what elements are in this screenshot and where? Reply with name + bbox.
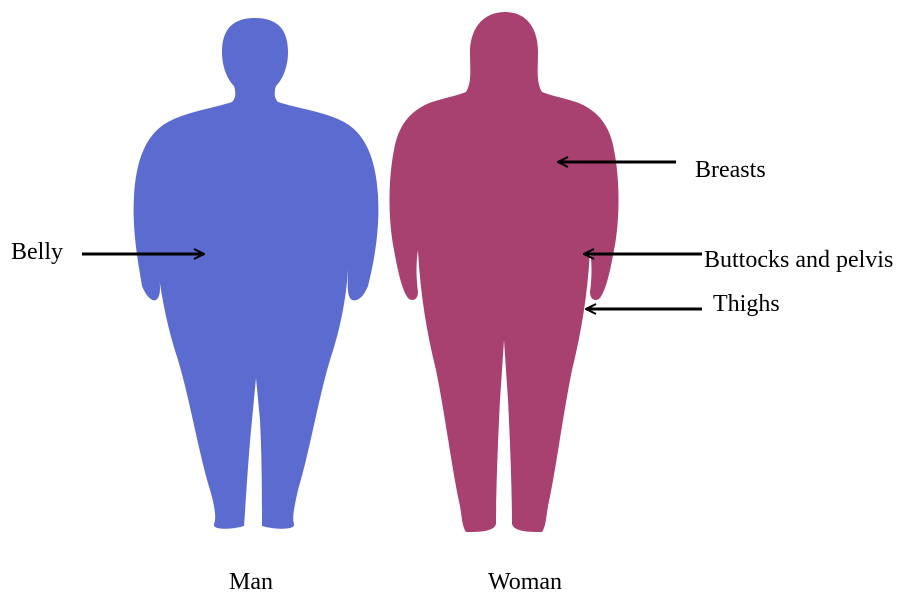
buttocks-pelvis-label: Buttocks and pelvis bbox=[704, 246, 893, 274]
belly-label: Belly bbox=[11, 238, 63, 266]
woman-caption: Woman bbox=[488, 568, 562, 596]
man-silhouette bbox=[134, 18, 379, 529]
man-caption: Man bbox=[229, 568, 273, 596]
woman-silhouette bbox=[390, 12, 619, 532]
thighs-label: Thighs bbox=[713, 290, 780, 318]
breasts-label: Breasts bbox=[695, 156, 766, 184]
